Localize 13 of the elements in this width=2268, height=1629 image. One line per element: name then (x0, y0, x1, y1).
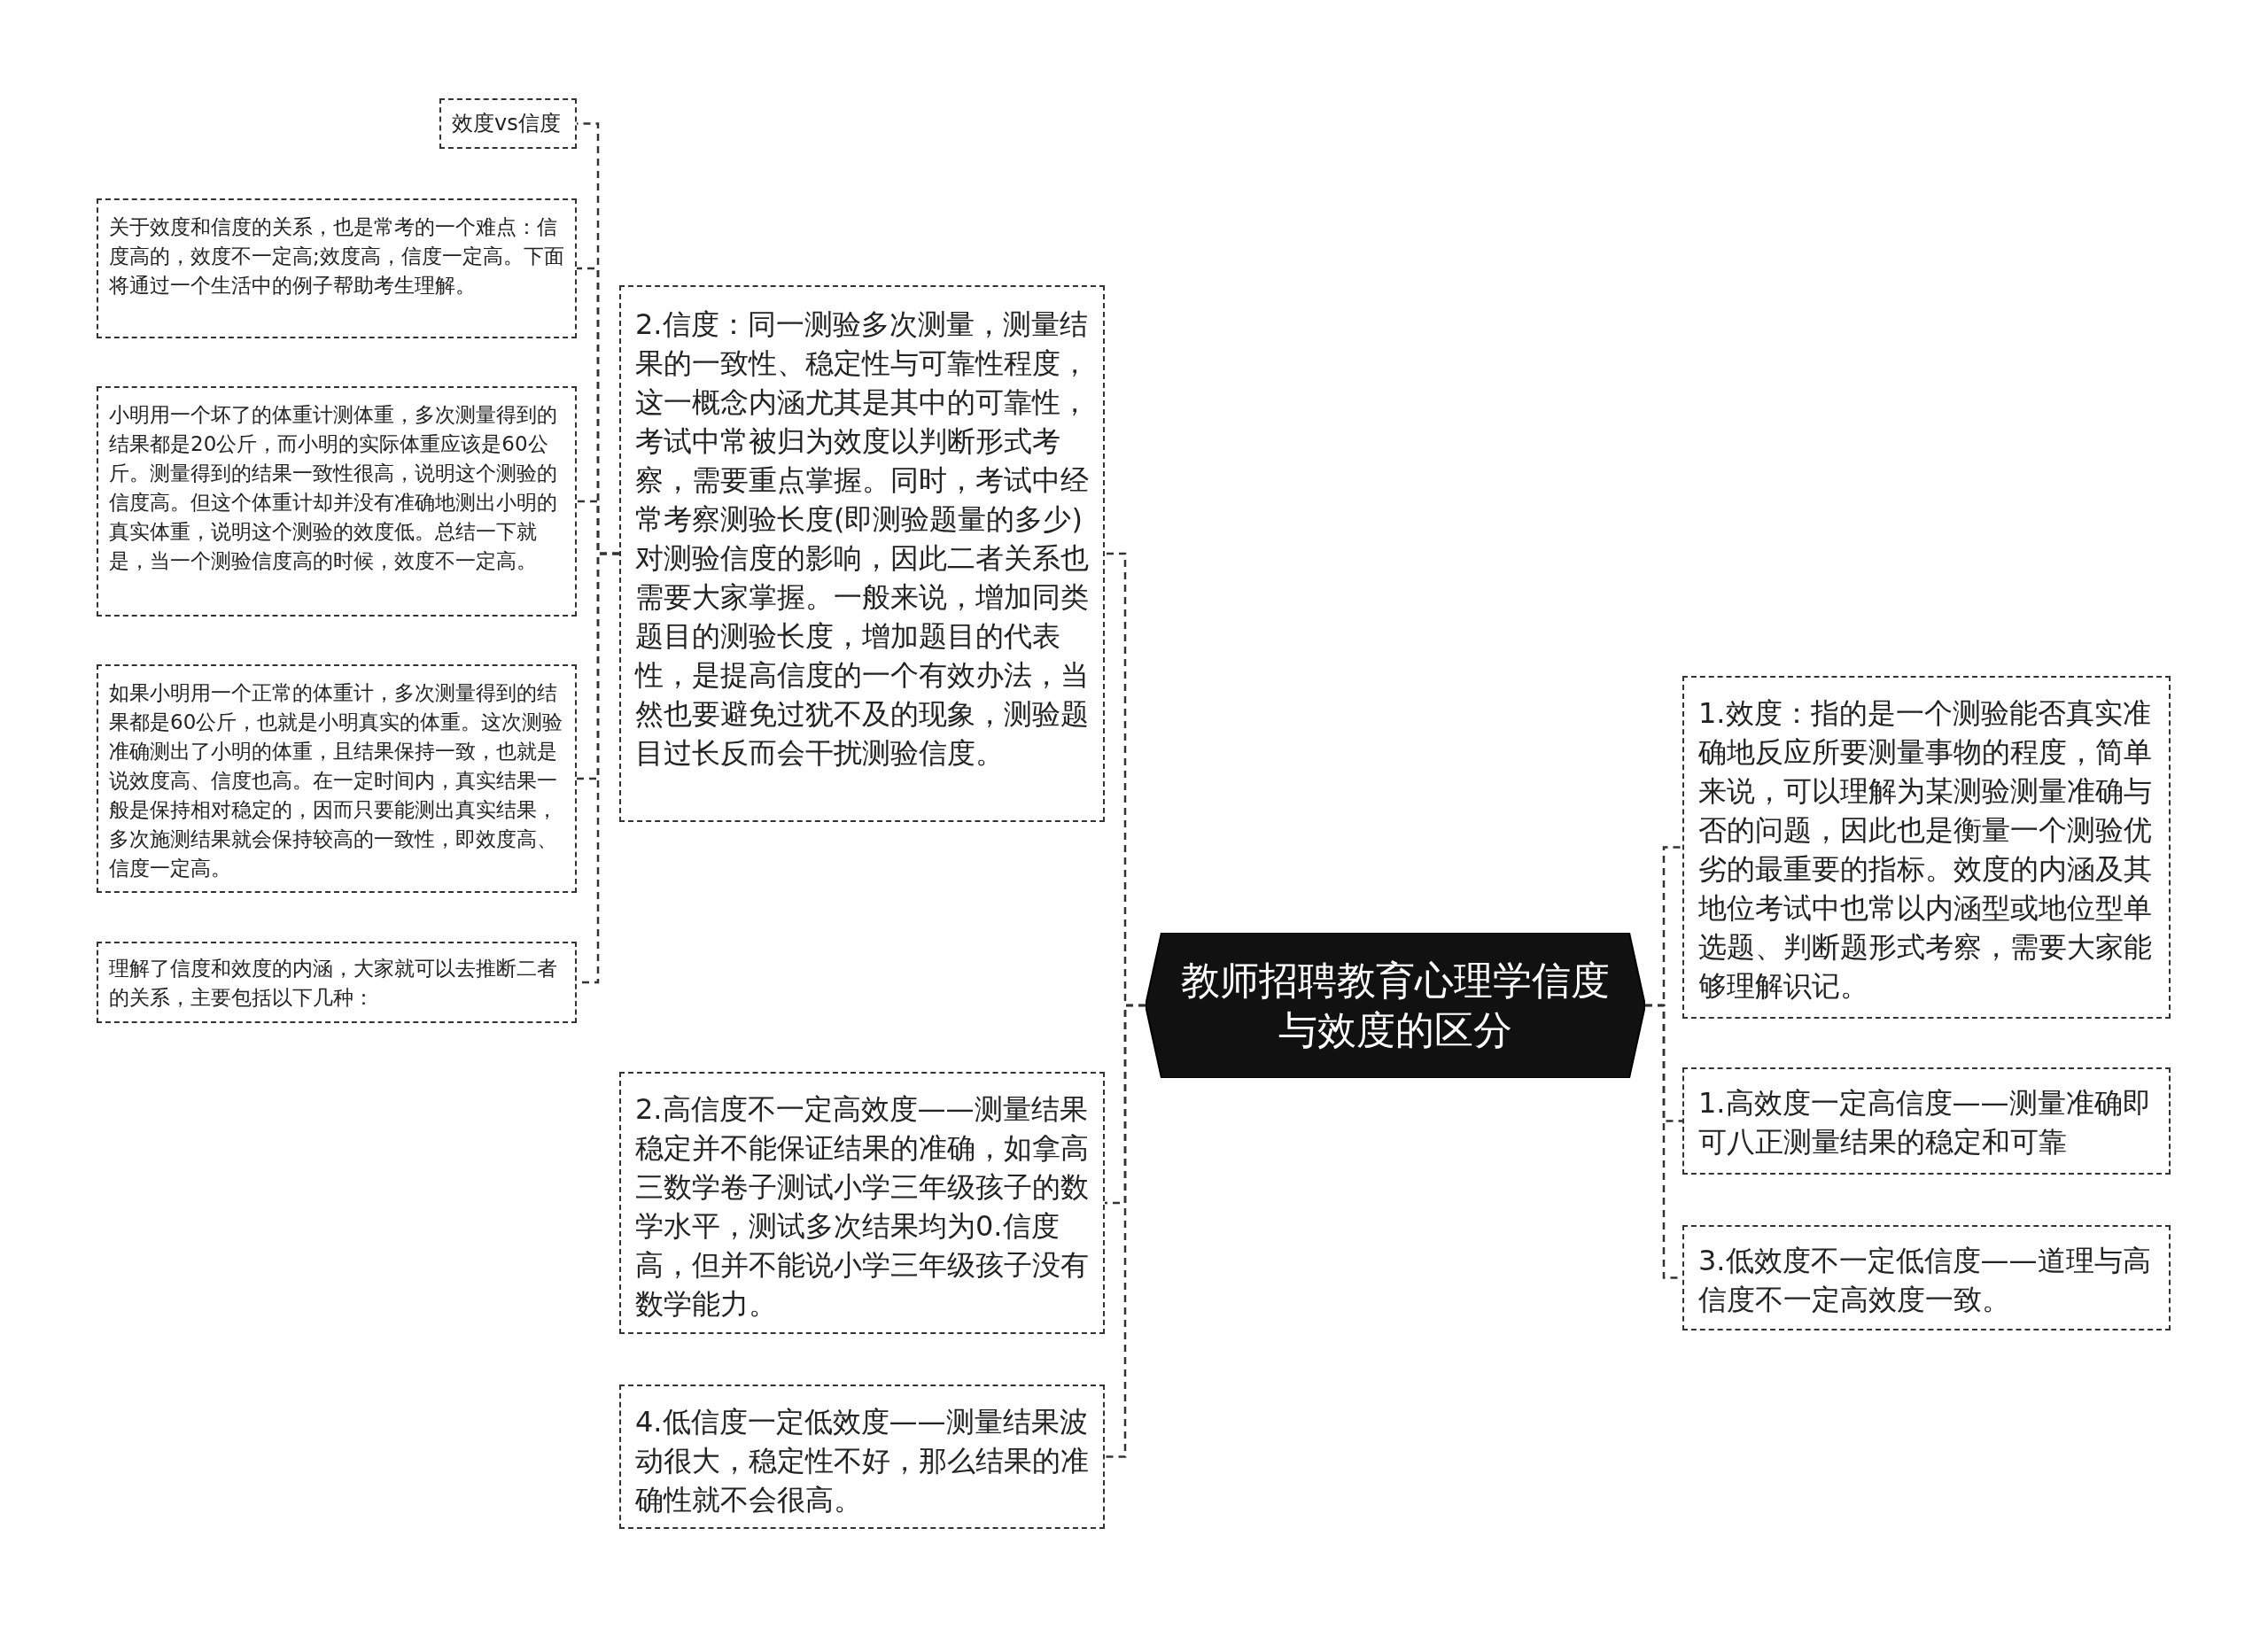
topic-box: 效度vs信度 (439, 98, 577, 149)
topic-box: 1.高效度一定高信度——测量准确即可八正测量结果的稳定和可靠 (1682, 1067, 2171, 1175)
topic-box: 4.低信度一定低效度——测量结果波动很大，稳定性不好，那么结果的准确性就不会很高。 (619, 1385, 1105, 1529)
central-topic: 教师招聘教育心理学信度与效度的区分 (1146, 933, 1645, 1078)
connector-line (1105, 1004, 1146, 1458)
topic-box: 3.低效度不一定低信度——道理与高信度不一定高效度一致。 (1682, 1225, 2171, 1330)
topic-box: 1.效度：指的是一个测验能否真实准确地反应所要测量事物的程度，简单来说，可以理解为某测验测量准确与否的问题，因此也是衡量一个测验优劣的最重要的指标。效度的内涵及其地位考试中也常以内涵型或地位型单选题、判断题形式考察，需要大家能够理解识记。 (1682, 676, 2171, 1019)
topic-box: 关于效度和信度的关系，也是常考的一个难点：信度高的，效度不一定高;效度高，信度一定高。下面将通过一个生活中的例子帮助考生理解。 (97, 198, 577, 338)
topic-box: 2.高信度不一定高效度——测量结果稳定并不能保证结果的准确，如拿高三数学卷子测试小学三年级孩子的数学水平，测试多次结果均为0.信度高，但并不能说小学三年级孩子没有数学能力。 (619, 1072, 1105, 1334)
topic-box: 如果小明用一个正常的体重计，多次测量得到的结果都是60公斤，也就是小明真实的体重。这次测验准确测出了小明的体重，且结果保持一致，也就是说效度高、信度也高。在一定时间内，真实结果一般是保持相对稳定的，因而只要能测出真实结果，多次施测结果就会保持较高的一致性，即效度高、信度一定高。 (97, 664, 577, 893)
topic-box: 理解了信度和效度的内涵，大家就可以去推断二者的关系，主要包括以下几种： (97, 942, 577, 1023)
topic-box: 小明用一个坏了的体重计测体重，多次测量得到的结果都是20公斤，而小明的实际体重应该是60公斤。测量得到的结果一致性很高，说明这个测验的信度高。但这个体重计却并没有准确地测出小明的真实体重，说明这个测验的效度低。总结一下就是，当一个测验信度高的时候，效度不一定高。 (97, 386, 577, 617)
topic-box: 2.信度：同一测验多次测量，测量结果的一致性、稳定性与可靠性程度，这一概念内涵尤其是其中的可靠性，考试中常被归为效度以判断形式考察，需要重点掌握。同时，考试中经常考察测验长度(即测验题量的多少)对测验信度的影响，因此二者关系也需要大家掌握。一般来说，增加同类题目的测验长度，增加题目的代表性，是提高信度的一个有效办法，当然也要避免过犹不及的现象，测验题目过长反而会干扰测验信度。 (619, 285, 1105, 822)
